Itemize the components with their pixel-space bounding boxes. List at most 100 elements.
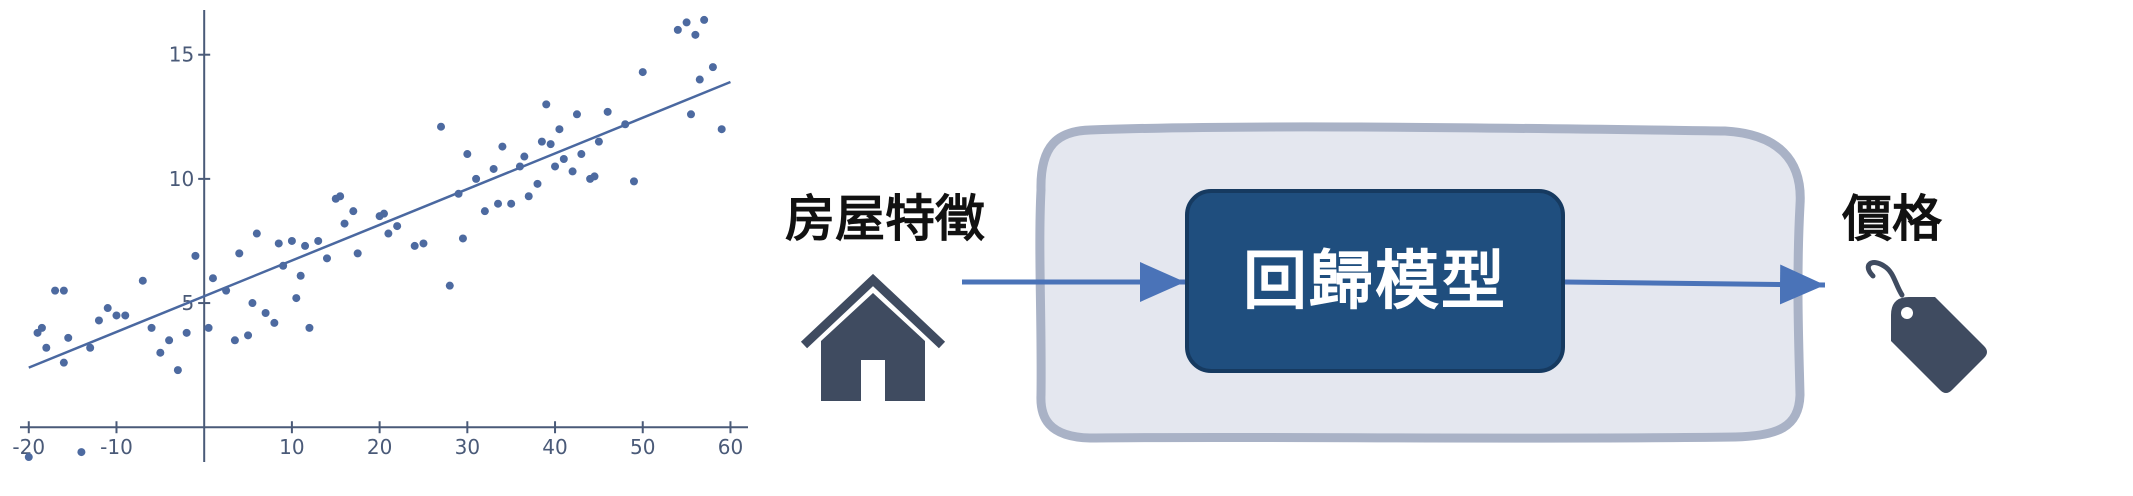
- data-point: [700, 15, 709, 24]
- data-point: [261, 308, 270, 317]
- data-point: [621, 120, 630, 129]
- data-point: [577, 150, 586, 159]
- data-point: [590, 172, 599, 181]
- data-point: [279, 261, 288, 270]
- data-point: [489, 164, 498, 173]
- data-point: [235, 249, 244, 258]
- output-arrow: [1564, 264, 1826, 305]
- data-point: [59, 358, 68, 367]
- data-point: [695, 75, 704, 84]
- data-point: [349, 207, 358, 216]
- data-point: [419, 239, 428, 248]
- data-point: [59, 286, 68, 295]
- data-point: [222, 286, 231, 295]
- data-point: [603, 107, 612, 116]
- data-point: [42, 343, 51, 352]
- data-point: [498, 142, 507, 151]
- data-point: [287, 236, 296, 245]
- data-point: [147, 323, 156, 332]
- data-point: [384, 229, 393, 238]
- data-point: [380, 209, 388, 218]
- x-tick-label: 60: [718, 435, 743, 459]
- price-tag-icon: [1865, 260, 1987, 393]
- data-point: [274, 239, 283, 248]
- data-point: [515, 162, 524, 171]
- data-point: [507, 199, 516, 208]
- data-point: [24, 453, 33, 462]
- data-point: [537, 137, 546, 146]
- data-point: [691, 30, 700, 39]
- data-point: [458, 234, 467, 243]
- data-point: [336, 192, 345, 201]
- data-point: [244, 331, 253, 340]
- data-point: [572, 110, 581, 119]
- data-point: [191, 251, 200, 260]
- data-points: [24, 15, 726, 462]
- x-tick-label: 40: [542, 435, 567, 459]
- data-point: [64, 333, 73, 342]
- x-tick-label: -10: [100, 435, 133, 459]
- data-point: [112, 311, 121, 320]
- model-box: [1185, 189, 1565, 373]
- regression-fit-line: [28, 80, 731, 369]
- data-point: [121, 311, 130, 320]
- data-point: [594, 137, 603, 146]
- data-point: [708, 63, 717, 72]
- data-point: [555, 125, 564, 134]
- data-point: [445, 281, 454, 290]
- data-point: [305, 323, 314, 332]
- data-point: [524, 192, 533, 201]
- data-point: [51, 286, 60, 295]
- data-point: [165, 336, 174, 345]
- data-point: [340, 219, 349, 228]
- x-tick-label: 30: [455, 435, 480, 459]
- house-icon: [800, 273, 946, 401]
- data-point: [77, 448, 86, 457]
- x-tick-label: 20: [367, 435, 392, 459]
- data-point: [463, 150, 472, 159]
- data-point: [437, 122, 446, 131]
- data-point: [208, 274, 217, 283]
- y-tick-label: 10: [169, 167, 194, 191]
- data-point: [252, 229, 261, 238]
- data-point: [230, 336, 239, 345]
- data-point: [103, 304, 112, 313]
- data-point: [568, 167, 577, 176]
- data-point: [314, 236, 323, 245]
- data-point: [638, 68, 647, 77]
- y-tick-label: 15: [169, 43, 194, 67]
- y-tick-group: 51015: [169, 43, 211, 315]
- data-point: [182, 328, 191, 337]
- data-point: [673, 25, 682, 34]
- data-point: [37, 323, 46, 332]
- data-point: [559, 155, 568, 164]
- data-point: [86, 343, 95, 352]
- data-point: [551, 162, 560, 171]
- data-point: [682, 18, 691, 27]
- data-point: [629, 177, 638, 186]
- data-point: [301, 241, 310, 250]
- data-point: [156, 348, 165, 357]
- data-point: [270, 318, 279, 327]
- input-label: 房屋特徵: [785, 190, 985, 248]
- x-tick-label: 50: [630, 435, 655, 459]
- data-point: [717, 125, 726, 134]
- data-point: [248, 299, 257, 308]
- data-point: [296, 271, 305, 280]
- model-label: 回歸模型: [1243, 245, 1507, 319]
- data-point: [353, 249, 362, 258]
- data-point: [292, 294, 301, 303]
- data-point: [542, 100, 551, 109]
- data-point: [173, 366, 182, 375]
- data-point: [546, 140, 555, 149]
- data-point: [520, 152, 529, 161]
- output-label: 價格: [1841, 190, 1943, 248]
- data-point: [322, 254, 331, 263]
- data-point: [533, 179, 542, 188]
- data-point: [94, 316, 103, 325]
- data-point: [204, 323, 213, 332]
- data-point: [686, 110, 695, 119]
- regression-diagram: 回歸模型 房屋特徵 價格: [785, 122, 1987, 443]
